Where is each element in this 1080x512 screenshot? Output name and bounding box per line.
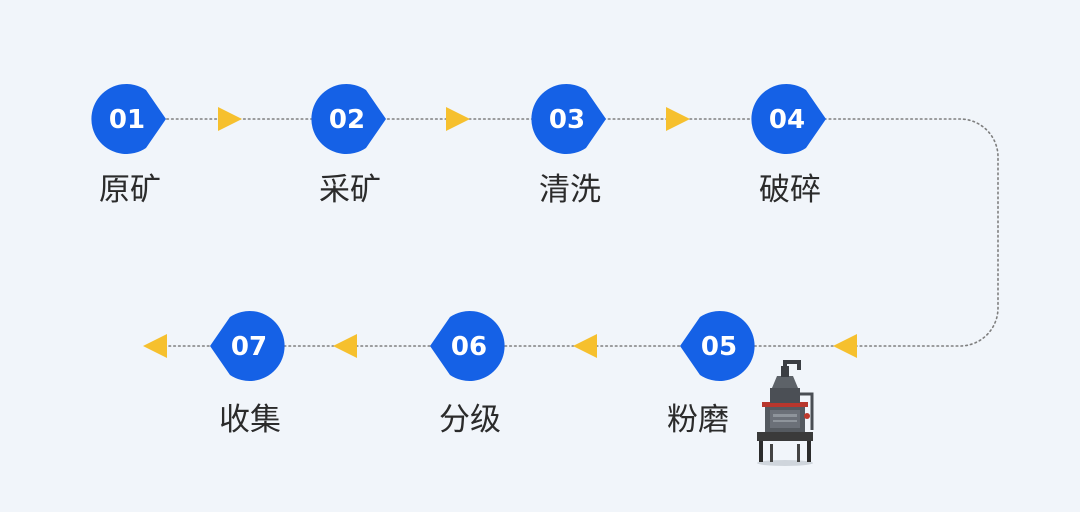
- step-marker-shape: [311, 84, 386, 154]
- step-node: 07 收集: [209, 311, 285, 438]
- step-number: 02: [329, 105, 365, 135]
- step-label: 收集: [219, 402, 281, 438]
- step-node: 05 粉磨: [667, 311, 755, 438]
- arrow-left-icon: [143, 334, 167, 358]
- step-marker-shape: [680, 311, 755, 381]
- step-number: 03: [549, 105, 585, 135]
- step-node: 01 原矿: [91, 84, 167, 208]
- step-label: 分级: [439, 402, 501, 438]
- step-label: 清洗: [539, 172, 601, 208]
- step-number: 05: [701, 332, 737, 362]
- step-node: 04 破碎: [751, 84, 826, 208]
- step-number: 04: [769, 105, 805, 135]
- step-number: 06: [451, 332, 487, 362]
- step-marker-shape: [209, 311, 285, 381]
- step-marker-shape: [531, 84, 606, 154]
- arrow-left-icon: [573, 334, 597, 358]
- flow-connector-line: [149, 118, 999, 347]
- step-label: 采矿: [319, 172, 381, 208]
- arrow-left-icon: [833, 334, 857, 358]
- step-label: 原矿: [99, 172, 161, 208]
- step-marker-shape: [430, 311, 505, 381]
- step-label: 破碎: [759, 172, 821, 208]
- arrow-right-icon: [218, 107, 242, 131]
- step-marker-shape: [91, 84, 167, 154]
- step-number: 01: [109, 105, 145, 135]
- step-marker-shape: [751, 84, 826, 154]
- arrow-right-icon: [666, 107, 690, 131]
- step-node: 03 清洗: [531, 84, 606, 208]
- step-number: 07: [231, 332, 267, 362]
- step-node: 02 采矿: [311, 84, 386, 208]
- step-label: 粉磨: [667, 402, 729, 438]
- arrow-right-icon: [446, 107, 470, 131]
- flow-arrows: [143, 107, 857, 358]
- step-node: 06 分级: [430, 311, 505, 438]
- arrow-left-icon: [333, 334, 357, 358]
- grinding-mill-machine-icon: [757, 360, 814, 466]
